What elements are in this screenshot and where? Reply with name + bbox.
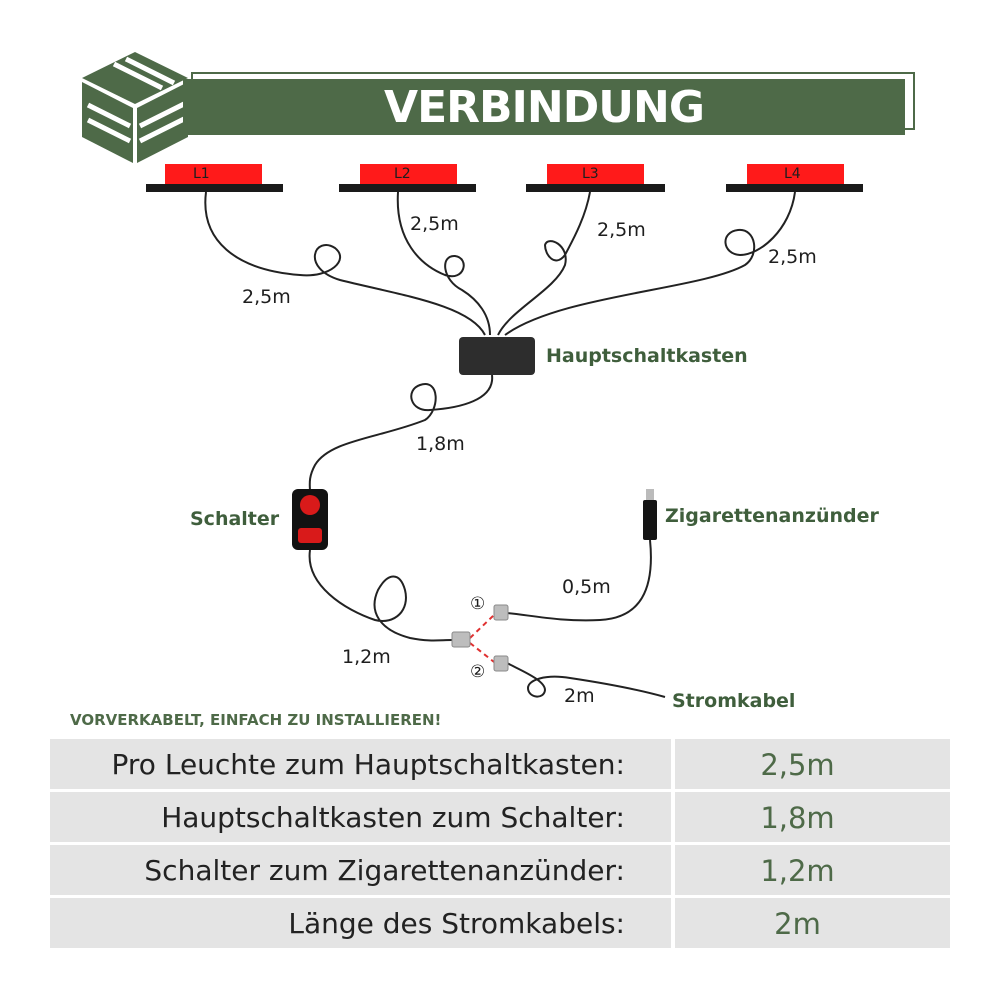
lamp-l2 bbox=[339, 164, 476, 192]
component-label-lighter: Zigarettenanzünder bbox=[665, 505, 879, 527]
table-row-label: Länge des Stromkabels: bbox=[50, 898, 671, 948]
brand-logo bbox=[82, 52, 188, 163]
lamp-label-l4: L4 bbox=[784, 166, 801, 182]
cable-l3 bbox=[497, 191, 591, 336]
cable-label-l1: 2,5m bbox=[242, 286, 291, 308]
cable-power bbox=[506, 662, 666, 698]
table-row: Hauptschaltkasten zum Schalter: 1,8m bbox=[50, 792, 950, 842]
table-row-label: Hauptschaltkasten zum Schalter: bbox=[50, 792, 671, 842]
cable-label-switch-to-y: 1,2m bbox=[342, 646, 391, 668]
lighter-plug-shape bbox=[643, 489, 657, 540]
lamp-l3 bbox=[526, 164, 665, 192]
table-row-label: Schalter zum Zigarettenanzünder: bbox=[50, 845, 671, 895]
cable-lighter bbox=[506, 539, 652, 622]
cable-label-main-to-switch: 1,8m bbox=[416, 433, 465, 455]
cable-label-l3: 2,5m bbox=[597, 219, 646, 241]
cable-switch-to-y bbox=[308, 549, 453, 642]
lamp-label-l1: L1 bbox=[193, 166, 210, 182]
cable-label-l2: 2,5m bbox=[410, 213, 459, 235]
table-row-label: Pro Leuchte zum Hauptschaltkasten: bbox=[50, 739, 671, 789]
component-label-switch: Schalter bbox=[190, 508, 280, 530]
page-title: VERBINDUNG bbox=[183, 79, 905, 135]
table-row: Pro Leuchte zum Hauptschaltkasten: 2,5m bbox=[50, 739, 950, 789]
connector-mark-one: ① bbox=[470, 594, 486, 614]
cable-l2 bbox=[396, 191, 491, 336]
main-box-shape bbox=[459, 337, 535, 375]
cable-label-power: 2m bbox=[564, 685, 595, 707]
cable-label-l4: 2,5m bbox=[768, 246, 817, 268]
cable-label-lighter: 0,5m bbox=[562, 576, 611, 598]
lamp-label-l2: L2 bbox=[394, 166, 411, 182]
table-row-value: 2,5m bbox=[675, 739, 950, 789]
connector-one bbox=[493, 604, 509, 621]
component-label-power-cable: Stromkabel bbox=[672, 690, 796, 712]
lamp-l1 bbox=[146, 164, 283, 192]
tagline: VORVERKABELT, EINFACH ZU INSTALLIEREN! bbox=[70, 711, 442, 729]
y-connector-main bbox=[451, 631, 471, 648]
connector-two bbox=[493, 655, 509, 672]
cable-l4 bbox=[504, 191, 796, 336]
lamp-label-l3: L3 bbox=[582, 166, 599, 182]
component-label-main-box: Hauptschaltkasten bbox=[546, 345, 748, 367]
cable-length-table: Pro Leuchte zum Hauptschaltkasten: 2,5m … bbox=[50, 739, 950, 951]
cable-l1 bbox=[204, 191, 486, 336]
table-row-value: 1,2m bbox=[675, 845, 950, 895]
table-row: Schalter zum Zigarettenanzünder: 1,2m bbox=[50, 845, 950, 895]
table-row: Länge des Stromkabels: 2m bbox=[50, 898, 950, 948]
lamp-l4 bbox=[726, 164, 863, 192]
table-row-value: 1,8m bbox=[675, 792, 950, 842]
table-row-value: 2m bbox=[675, 898, 950, 948]
switch-shape bbox=[292, 489, 328, 550]
connector-mark-two: ② bbox=[470, 662, 486, 682]
cable-main-to-switch bbox=[308, 374, 494, 493]
